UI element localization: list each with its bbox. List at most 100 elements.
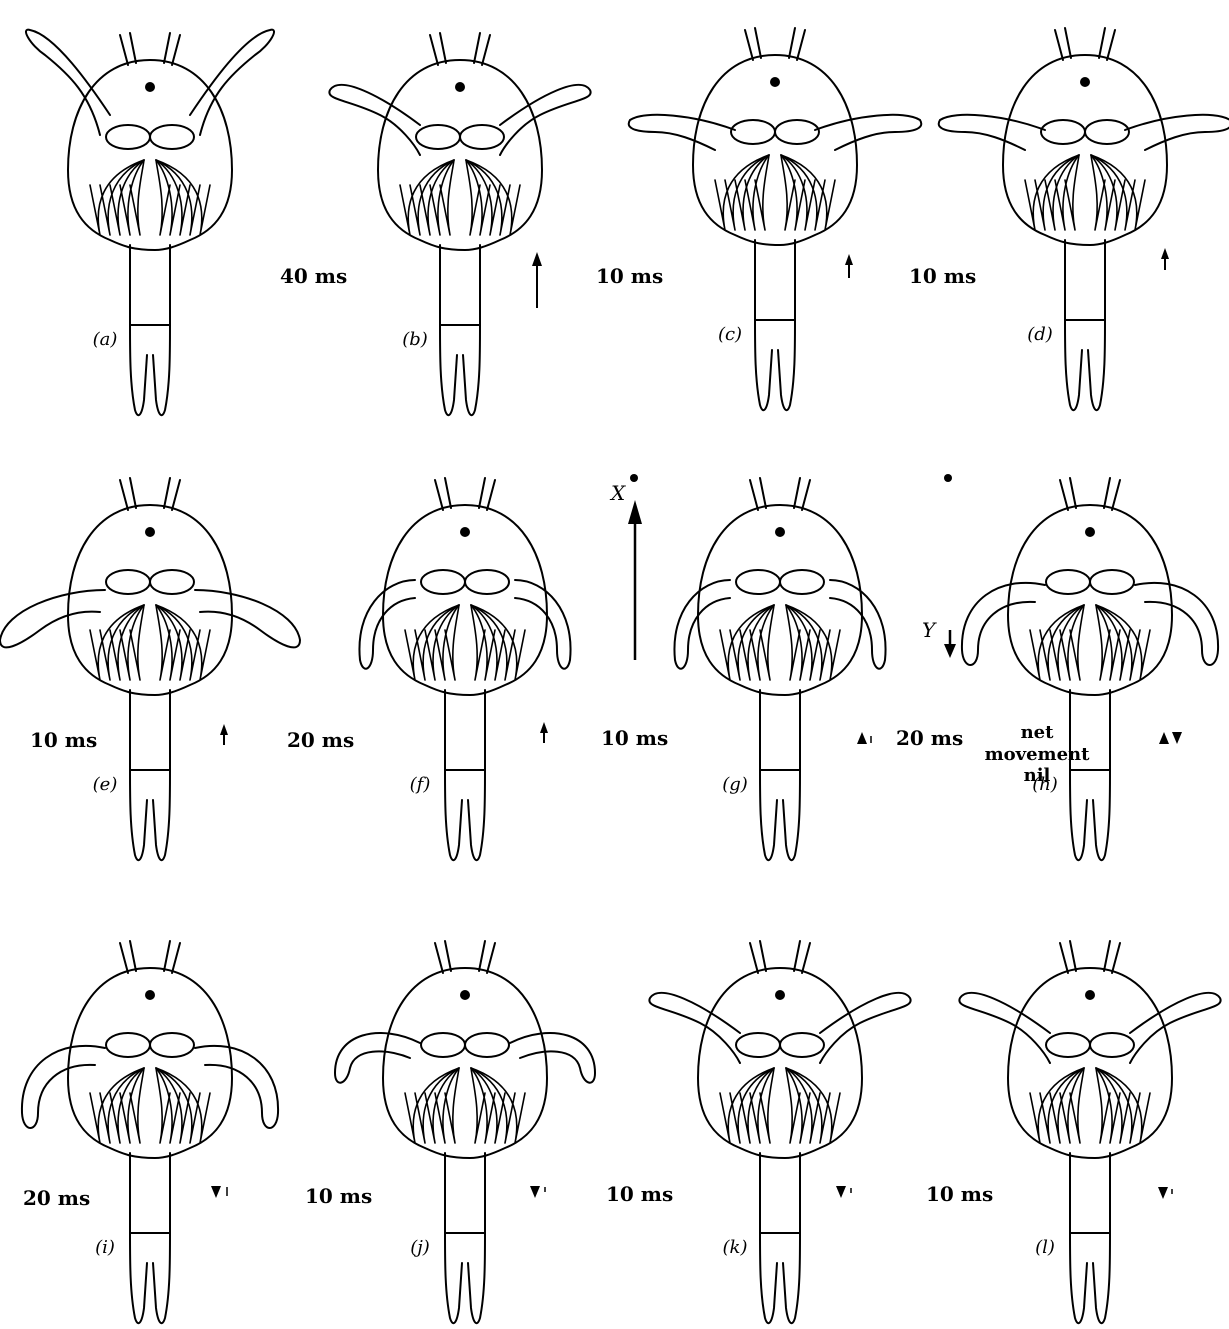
mandible bbox=[736, 1033, 780, 1057]
mandible bbox=[106, 125, 150, 149]
x-reference-dot bbox=[630, 474, 638, 482]
left-antenna bbox=[962, 583, 1045, 665]
mandible bbox=[1046, 1033, 1090, 1057]
antennule bbox=[794, 478, 810, 510]
antennule bbox=[1060, 941, 1076, 973]
left-antenna bbox=[0, 590, 105, 647]
nauplius-drawing: (i) bbox=[22, 941, 278, 1323]
right-antenna bbox=[1125, 115, 1229, 150]
y-axis-arrowhead bbox=[944, 644, 956, 658]
interval-label: 10 ms bbox=[305, 1184, 372, 1208]
left-antenna bbox=[674, 580, 730, 669]
eye-dot bbox=[460, 990, 470, 1000]
net-movement-line: nil bbox=[1024, 765, 1051, 786]
antennule bbox=[474, 33, 490, 65]
right-antenna bbox=[195, 590, 300, 647]
right-antenna bbox=[830, 580, 886, 669]
right-antenna bbox=[1135, 583, 1218, 665]
tail bbox=[130, 245, 170, 325]
nauplius-drawing: (e) bbox=[0, 478, 300, 860]
mandible bbox=[1046, 570, 1090, 594]
antennule bbox=[435, 941, 451, 973]
eye-dot bbox=[145, 527, 155, 537]
nauplius-drawing: (b) bbox=[329, 33, 590, 415]
interval-label: 20 ms bbox=[287, 728, 354, 752]
furca bbox=[440, 325, 480, 415]
furca bbox=[130, 770, 170, 860]
tail bbox=[130, 1153, 170, 1233]
nauplius-drawing: (h) bbox=[962, 478, 1218, 860]
left-antenna bbox=[649, 993, 740, 1063]
mandible bbox=[421, 1033, 465, 1057]
antennule bbox=[164, 33, 180, 65]
mandible bbox=[416, 125, 460, 149]
tail bbox=[130, 690, 170, 770]
antennule bbox=[1104, 941, 1120, 973]
mandible bbox=[1090, 1033, 1134, 1057]
forward-arrowhead bbox=[532, 252, 542, 266]
panel-label: (f) bbox=[410, 774, 431, 795]
antennule bbox=[745, 28, 761, 60]
left-antenna bbox=[939, 115, 1045, 150]
tail bbox=[760, 690, 800, 770]
antennule bbox=[794, 941, 810, 973]
axis-y-label: Y bbox=[922, 618, 937, 642]
interval-label: 40 ms bbox=[280, 264, 347, 288]
mandible bbox=[150, 1033, 194, 1057]
antennule bbox=[479, 941, 495, 973]
tail bbox=[755, 240, 795, 320]
tail bbox=[1065, 240, 1105, 320]
small-down-marker bbox=[530, 1186, 540, 1198]
mandible bbox=[1041, 120, 1085, 144]
panel-label: (l) bbox=[1035, 1237, 1055, 1258]
eye-dot bbox=[775, 527, 785, 537]
panel-label: (k) bbox=[723, 1237, 748, 1258]
interval-label: 10 ms bbox=[30, 728, 97, 752]
net-movement-line: net bbox=[1021, 722, 1055, 743]
mandible bbox=[460, 125, 504, 149]
mandible bbox=[780, 1033, 824, 1057]
eye-dot bbox=[1080, 77, 1090, 87]
furca bbox=[130, 1233, 170, 1323]
mandible bbox=[1090, 570, 1134, 594]
nauplius-drawing: (f) bbox=[359, 478, 570, 860]
interval-label: 10 ms bbox=[601, 726, 668, 750]
forward-arrowhead bbox=[1161, 248, 1169, 259]
forward-arrowhead bbox=[540, 722, 548, 733]
furca bbox=[760, 1233, 800, 1323]
mandible bbox=[150, 125, 194, 149]
panel-label: (a) bbox=[93, 329, 118, 350]
panel-label: (g) bbox=[722, 774, 748, 795]
antennule bbox=[120, 941, 136, 973]
mandible bbox=[150, 570, 194, 594]
eye-dot bbox=[145, 82, 155, 92]
mandible bbox=[736, 570, 780, 594]
furca bbox=[445, 1233, 485, 1323]
furca bbox=[130, 325, 170, 415]
nauplius-drawing: (k) bbox=[649, 941, 910, 1323]
furca bbox=[445, 770, 485, 860]
mandible bbox=[421, 570, 465, 594]
forward-arrowhead bbox=[220, 724, 228, 735]
eye-dot bbox=[145, 990, 155, 1000]
antennule bbox=[164, 478, 180, 510]
antennule bbox=[1060, 478, 1076, 510]
antennule bbox=[120, 478, 136, 510]
small-down-marker bbox=[836, 1186, 846, 1198]
eye-dot bbox=[1085, 990, 1095, 1000]
left-antenna bbox=[335, 1033, 420, 1083]
mandible bbox=[775, 120, 819, 144]
mandible bbox=[780, 570, 824, 594]
animal-drawings: (a)(b)(c)(d)(e)(f)(g)(h)(i)(j)(k)(l) bbox=[0, 28, 1229, 1323]
figure-labels: 40 ms 10 ms 10 ms 10 ms 20 ms 10 ms 20 m… bbox=[23, 264, 1090, 1210]
antennule bbox=[750, 478, 766, 510]
furca bbox=[1070, 1233, 1110, 1323]
antennule bbox=[164, 941, 180, 973]
tail bbox=[445, 690, 485, 770]
interval-label: 10 ms bbox=[596, 264, 663, 288]
furca bbox=[1065, 320, 1105, 410]
panel-label: (b) bbox=[402, 329, 428, 350]
panel-label: (c) bbox=[718, 324, 742, 345]
antennule bbox=[430, 33, 446, 65]
